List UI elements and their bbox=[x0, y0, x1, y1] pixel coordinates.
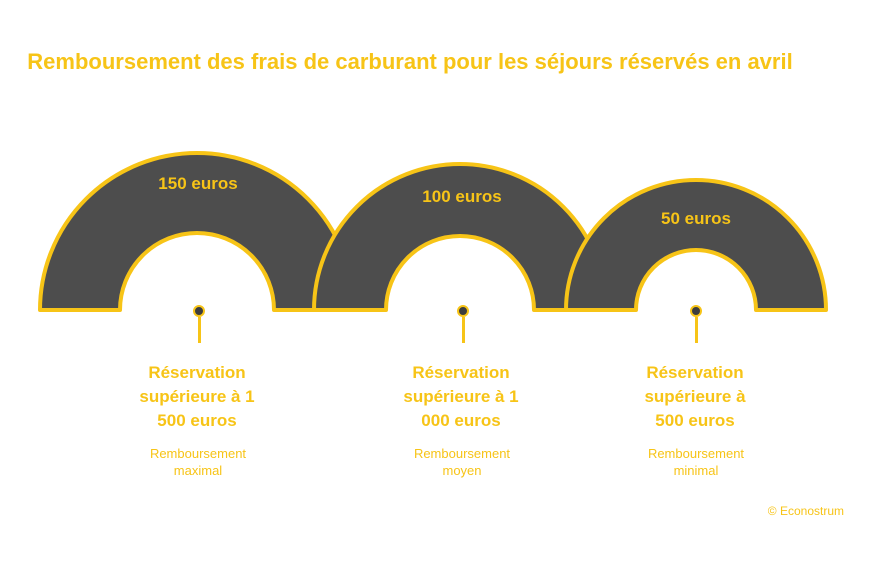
condition-3: Réservation supérieure à 500 euros bbox=[644, 363, 746, 430]
description-3: Remboursement minimal bbox=[647, 446, 745, 478]
pin-marker-3 bbox=[690, 305, 702, 343]
pin-marker-2 bbox=[457, 305, 469, 343]
diagram-title: Remboursement des frais de carburant pou… bbox=[27, 49, 793, 74]
amount-2: 100 euros bbox=[422, 187, 502, 206]
credit-label: © Econostrum bbox=[767, 504, 844, 518]
arc-2 bbox=[312, 162, 608, 312]
condition-1: Réservation supérieure à 1 500 euros bbox=[139, 363, 255, 430]
pin-marker-1 bbox=[193, 305, 205, 343]
description-2: Remboursement moyen bbox=[413, 446, 511, 478]
amount-1: 150 euros bbox=[158, 174, 238, 193]
description-1: Remboursement maximal bbox=[149, 446, 247, 478]
amount-3: 50 euros bbox=[661, 209, 731, 228]
condition-2: Réservation supérieure à 1 000 euros bbox=[403, 363, 519, 430]
arc-3 bbox=[564, 178, 828, 312]
